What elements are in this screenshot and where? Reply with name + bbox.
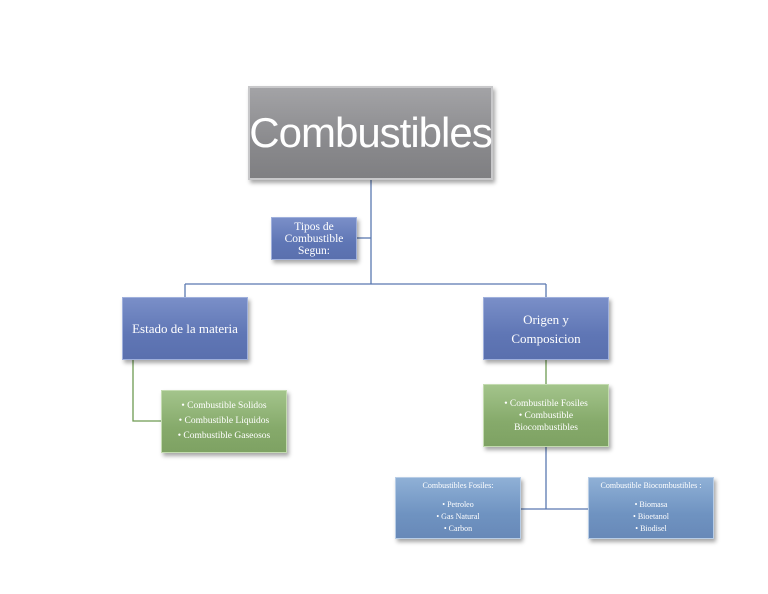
connector-estado-list [132, 360, 161, 422]
estado-list-item: • Combustible Solidos [181, 401, 267, 411]
bio-item: • Biodisel [635, 524, 667, 533]
estado-list-item: • Combustible Liquidos [178, 416, 270, 426]
fosiles-item: • Petroleo [442, 500, 474, 509]
node-origen-list: • Combustible Fosiles • Combustible Bioc… [483, 384, 609, 447]
fosiles-item: • Carbon [443, 524, 473, 533]
origen-list-item: • Combustible Fosiles [504, 398, 588, 409]
root-title: Combustibles [249, 109, 492, 156]
origen-label: Origen y Composicion [511, 311, 581, 346]
root-node-combustibles: Combustibles [248, 86, 493, 180]
tipos-line-2: Combustible [284, 232, 344, 245]
estado-list-item: • Combustible Gaseosos [177, 431, 271, 441]
fosiles-item: • Gas Natural [436, 512, 480, 521]
tipos-line-3: Segun: [298, 244, 330, 257]
bio-header: Combustible Biocombustibles : [600, 481, 702, 490]
node-estado-list: • Combustible Solidos • Combustible Liqu… [161, 390, 287, 453]
node-estado-de-la-materia: Estado de la materia [122, 297, 248, 360]
node-combustibles-fosiles: Combustibles Fosiles: • Petroleo • Gas N… [395, 477, 521, 539]
fosiles-header: Combustibles Fosiles: [422, 481, 494, 490]
node-origen-y-composicion: Origen y Composicion [483, 297, 609, 360]
node-tipos-de-combustible: Tipos de Combustible Segun: [271, 217, 357, 260]
estado-label: Estado de la materia [132, 320, 238, 336]
tipos-line-1: Tipos de [294, 220, 334, 233]
bio-item: • Biomasa [634, 500, 668, 509]
node-combustible-biocombustibles: Combustible Biocombustibles : • Biomasa … [588, 477, 714, 539]
origen-list-item: • Combustible Biocombustibles [514, 410, 578, 433]
bio-item: • Bioetanol [633, 512, 669, 521]
